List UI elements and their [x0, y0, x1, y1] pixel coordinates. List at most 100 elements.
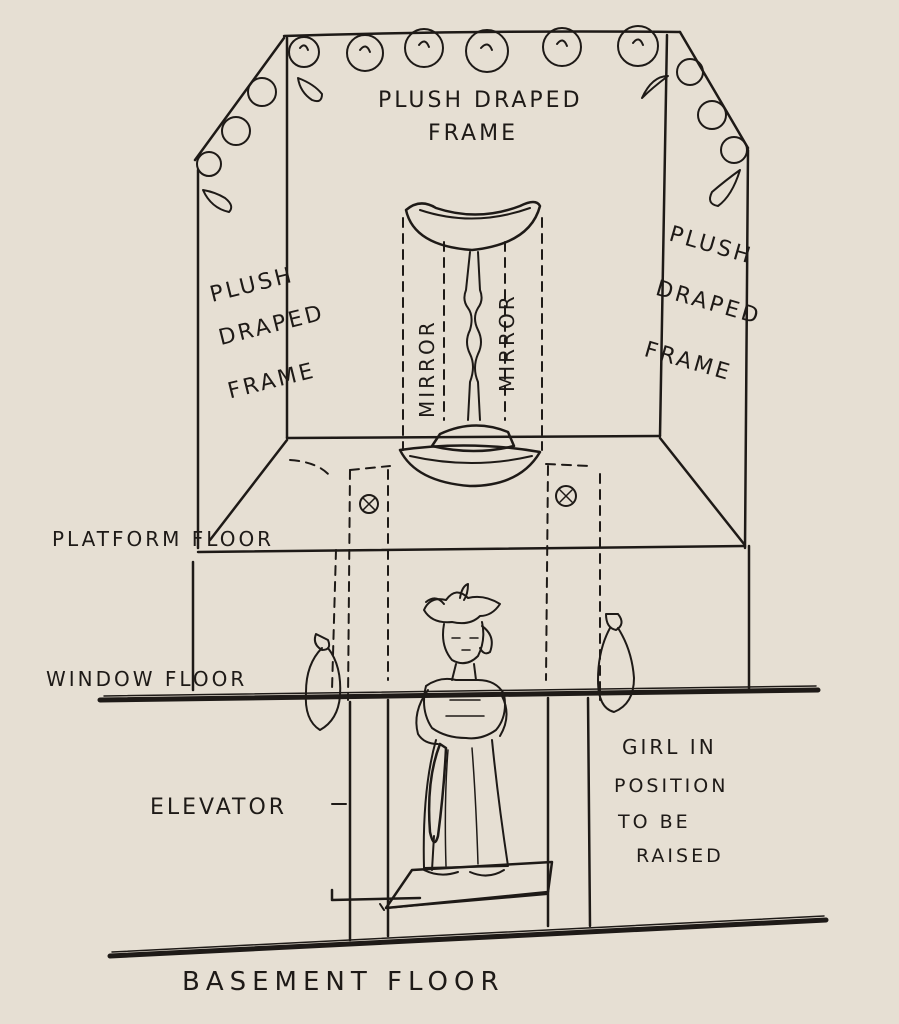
platform-left-diagonal — [208, 438, 289, 542]
bolt-icon — [555, 485, 577, 507]
left-frame-label-line3: FRAME — [225, 358, 318, 404]
skirt-fold — [471, 747, 479, 865]
elevator-shaft-right — [586, 696, 592, 928]
rosette-swirl — [418, 40, 430, 48]
mirror-right-label: MIRROR — [495, 293, 519, 392]
mirror-guides — [289, 217, 601, 701]
neck — [451, 663, 477, 681]
rosette-swirl — [480, 43, 493, 51]
right-frame-label-line3: FRAME — [642, 337, 735, 386]
stand-base — [430, 424, 516, 453]
right-wall-top-edge — [678, 30, 750, 150]
drape-rosette — [404, 28, 444, 68]
drape-left-knot — [313, 633, 331, 651]
bolt-icon-cross — [362, 497, 376, 511]
drape-rosette — [346, 34, 384, 72]
elevator-platform-edge — [385, 893, 549, 909]
elevator-platform — [384, 860, 554, 910]
drape-rosette — [617, 25, 659, 67]
right-wall-outer-edge — [743, 148, 750, 550]
platform-floor-label: PLATFORM FLOOR — [52, 527, 274, 551]
drape-left — [304, 647, 342, 731]
trapdoor-dashed-line — [331, 549, 337, 691]
feet — [423, 869, 505, 877]
basement-floor-line-shadow — [111, 915, 825, 953]
skirt — [422, 739, 509, 869]
girl-figure — [415, 583, 509, 877]
head — [442, 621, 485, 665]
drape-right — [597, 627, 635, 713]
bolt-icon — [359, 494, 379, 514]
tassel — [297, 77, 323, 103]
drape-right-knot — [605, 613, 623, 631]
hat-feather — [425, 597, 445, 605]
bodice — [423, 677, 506, 740]
drape-rosette — [720, 136, 748, 164]
mirror-left-label: MIRROR — [415, 319, 439, 418]
elevator-shaft-dashed-line — [545, 465, 549, 681]
right-frame-label-line1: PLUSH — [666, 222, 756, 270]
hat-feather — [459, 583, 469, 601]
stand-stem — [463, 251, 474, 421]
girl-label-line3: TO BE — [617, 811, 691, 833]
tassel — [709, 169, 741, 207]
elevator-lever — [330, 888, 422, 902]
tassel — [641, 75, 669, 99]
stand-bowl — [404, 200, 542, 252]
rosette-swirl — [556, 39, 568, 47]
bodice-detail — [445, 699, 485, 717]
booth-frame — [191, 30, 751, 692]
back-wall-right-edge — [658, 33, 669, 438]
window-floor-line — [97, 687, 821, 703]
tassel — [202, 189, 233, 213]
trapdoor-dashed-line — [289, 459, 331, 477]
platform-front-edge — [196, 544, 747, 554]
window-floor-label: WINDOW FLOOR — [46, 667, 247, 691]
trapdoor-dashed-line — [545, 463, 591, 467]
stand-stem — [474, 251, 483, 421]
back-wall-bottom-edge — [285, 434, 662, 440]
elevator-shaft-dashed-line — [347, 469, 351, 701]
drape-rosette — [542, 27, 582, 67]
basement-floor-label: BASEMENT FLOOR — [182, 967, 505, 997]
girl-label-line4: RAISED — [636, 845, 724, 867]
bolt-icon-cross — [559, 489, 573, 503]
drape-rosette — [697, 100, 727, 130]
left-frame-label-line2: DRAPED — [216, 300, 327, 351]
window-floor — [97, 685, 821, 703]
umbrella-tip — [431, 835, 435, 871]
left-frame-label-line1: PLUSH — [207, 263, 297, 308]
rosette-swirl — [299, 44, 309, 51]
top-frame-label-line1: PLUSH DRAPED — [378, 88, 583, 113]
trapdoor-dashed-line — [349, 465, 391, 471]
window-floor-line-shadow — [103, 685, 817, 697]
window-drapes — [304, 613, 635, 731]
hat — [423, 591, 501, 625]
rosette-swirl — [359, 45, 371, 53]
rosette-swirl — [632, 38, 644, 46]
drape-festoons — [196, 25, 748, 213]
hair — [479, 625, 493, 655]
left-wall-top-edge — [193, 36, 286, 162]
drape-rosette — [247, 77, 277, 107]
skirt-fold — [444, 749, 449, 867]
stand-bowl-rim — [419, 207, 531, 220]
basement-floor-line — [107, 917, 829, 959]
top-frame-label-line2: FRAME — [428, 121, 518, 146]
back-wall-top-edge — [282, 30, 682, 38]
face-features — [451, 637, 479, 651]
drape-rosette — [465, 29, 509, 73]
elevator-lever-tip — [379, 903, 385, 911]
platform-right-diagonal — [658, 436, 746, 546]
girl-label-line1: GIRL IN — [622, 735, 717, 759]
drape-rosette — [676, 58, 704, 86]
elevator — [330, 696, 592, 942]
girl-label-line2: POSITION — [614, 775, 728, 797]
drape-rosette — [196, 151, 222, 177]
mirror-stand — [398, 200, 542, 488]
elevator-label: ELEVATOR — [150, 795, 287, 820]
arm-right — [499, 695, 508, 737]
drape-rosette — [221, 116, 251, 146]
